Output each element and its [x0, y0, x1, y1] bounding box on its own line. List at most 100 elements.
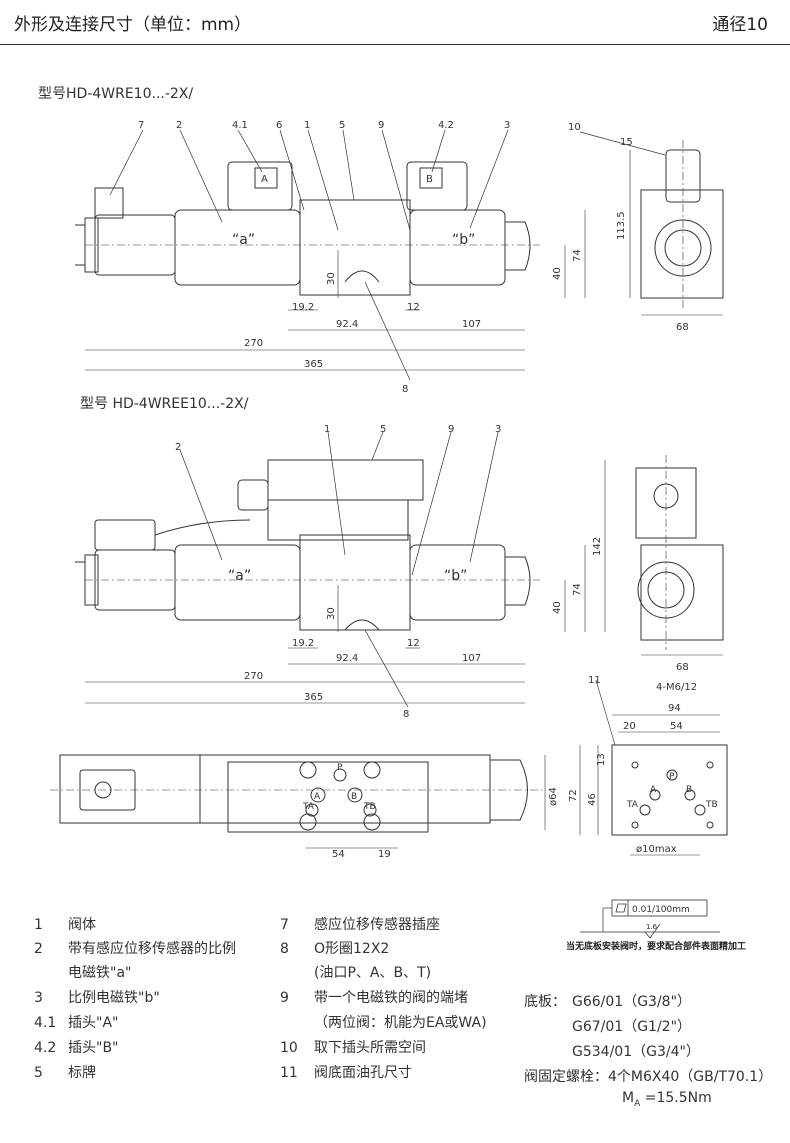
plug-a-label-box — [254, 167, 278, 189]
nut-b-2 — [505, 556, 531, 606]
cable-2 — [154, 519, 251, 536]
callout-4-1: 4.1 — [232, 120, 248, 131]
dim1-40: 40 — [552, 267, 563, 280]
flatness-value: 0.01/100mm — [632, 905, 690, 915]
plan-view — [50, 754, 546, 849]
drawing2-labels: “a” “b” — [228, 568, 467, 584]
valve-body-2 — [299, 534, 411, 631]
dim1-365: 365 — [304, 359, 323, 370]
callout-10: 10 — [568, 122, 581, 133]
plan-port-B — [347, 787, 363, 803]
subplate-2: G534/01（G3/4"） — [572, 1044, 700, 1060]
sp-10max: ø10max — [636, 844, 677, 855]
dim1-270: 270 — [244, 338, 263, 349]
plan-bolt-1 — [299, 761, 317, 779]
sp-hole-1 — [631, 761, 639, 769]
dim1-30: 30 — [326, 272, 337, 285]
drawing2-dims: 142 74 40 30 19.2 92.4 12 107 270 365 68 — [244, 537, 689, 703]
subplate-labels: 11 4-M6/12 94 20 54 13 72 46 P A B TA TB… — [568, 675, 718, 855]
dim2-30: 30 — [326, 607, 337, 620]
sp-TB: TB — [705, 800, 718, 810]
dim2-68: 68 — [676, 662, 689, 673]
sp-A: A — [650, 785, 657, 795]
dim1-92: 92.4 — [336, 319, 358, 330]
dim1-12: 12 — [407, 302, 420, 313]
dim2-107: 107 — [462, 653, 481, 664]
drawing1-view — [75, 140, 724, 310]
sp-13: 13 — [596, 753, 607, 766]
drawing1-dim-lines — [85, 150, 723, 371]
sp-94: 94 — [668, 703, 681, 714]
callout-4-2: 4.2 — [438, 120, 454, 131]
roughness-value: 1.6 — [646, 923, 658, 931]
side-view-1-plug — [665, 149, 701, 203]
label-b-1: “b” — [452, 232, 475, 248]
dim2-270: 270 — [244, 671, 263, 682]
side-view-2-body — [640, 544, 724, 641]
plan-TA: TA — [302, 802, 315, 812]
sensor-plug-2 — [94, 519, 156, 551]
callout2-5: 5 — [380, 424, 386, 435]
sp-P: P — [669, 772, 675, 782]
plan-port-TA — [305, 803, 319, 817]
dim2-365: 365 — [304, 692, 323, 703]
label-a-1: “a” — [232, 232, 255, 248]
label-A-1: A — [261, 174, 268, 185]
callout-3: 3 — [504, 120, 510, 131]
subplate-view — [579, 679, 728, 856]
sp-port-TA — [639, 804, 651, 816]
drawing1-callout-text: 7 2 4.1 6 1 5 9 4.2 3 10 8 — [138, 120, 581, 395]
side-view-1-inner — [664, 229, 702, 267]
flatness-symbol — [580, 899, 720, 939]
dim1-74: 74 — [572, 249, 583, 262]
plan-port-P — [333, 768, 347, 782]
side-view-1-body — [640, 189, 724, 299]
page-header: 外形及连接尺寸（单位：mm） 通径10 — [0, 0, 790, 45]
plan-labels: P A B TA TB 54 19 ø64 — [302, 763, 559, 860]
callout-1: 1 — [304, 120, 310, 131]
label-a-2: “a” — [228, 568, 251, 584]
model-1: 型号HD-4WRE10...-2X/ — [38, 86, 194, 102]
dim1-15: 15 — [620, 137, 633, 148]
drawing1-labels: “a” “b” A B — [232, 174, 475, 248]
dim2-12: 12 — [407, 638, 420, 649]
callout2-3: 3 — [495, 424, 501, 435]
electronics-lower-2 — [267, 499, 409, 541]
nut-b-1 — [505, 221, 531, 271]
subplate-outline — [611, 744, 728, 836]
flatness-note: 当无底板安装阀时，要求配合部件表面精加工 — [566, 942, 747, 952]
sensor-plug-7 — [94, 187, 124, 219]
subplate-0: G66/01（G3/8"） — [572, 994, 692, 1010]
valve-body-1 — [299, 199, 411, 296]
label-B-1: B — [426, 174, 433, 185]
plug-b-label-box — [419, 167, 443, 189]
plan-A: A — [314, 792, 321, 802]
plug-b-1 — [406, 161, 468, 211]
sp-hole-2 — [706, 761, 714, 769]
plan-bolt-3 — [299, 813, 317, 831]
plan-TB: TB — [363, 802, 376, 812]
plan-B: B — [351, 792, 357, 802]
dim1-107: 107 — [462, 319, 481, 330]
plan-64: ø64 — [548, 787, 559, 806]
callout2-8: 8 — [403, 709, 409, 720]
oring-2 — [344, 619, 380, 631]
dim2-40: 40 — [552, 601, 563, 614]
dim1-113: 113.5 — [616, 211, 627, 240]
sp-port-P — [666, 769, 678, 781]
sp-port-A — [649, 789, 661, 801]
callout2-2: 2 — [175, 442, 181, 453]
sensor-end-2 — [75, 554, 99, 606]
dim2-74: 74 — [572, 583, 583, 596]
sp-72: 72 — [568, 789, 579, 802]
drawing2-view — [75, 455, 724, 650]
callout-7: 7 — [138, 120, 144, 131]
drawing2-callout-text: 2 1 5 9 3 8 — [175, 424, 501, 720]
header-size: 通径10 — [712, 15, 768, 35]
oring-1 — [344, 270, 380, 283]
sp-callout-11: 11 — [588, 675, 601, 686]
plan-P: P — [337, 763, 343, 773]
model-2: 型号 HD-4WREE10...-2X/ — [80, 396, 249, 412]
sp-screw: 4-M6/12 — [656, 682, 697, 693]
sp-port-B — [684, 789, 696, 801]
